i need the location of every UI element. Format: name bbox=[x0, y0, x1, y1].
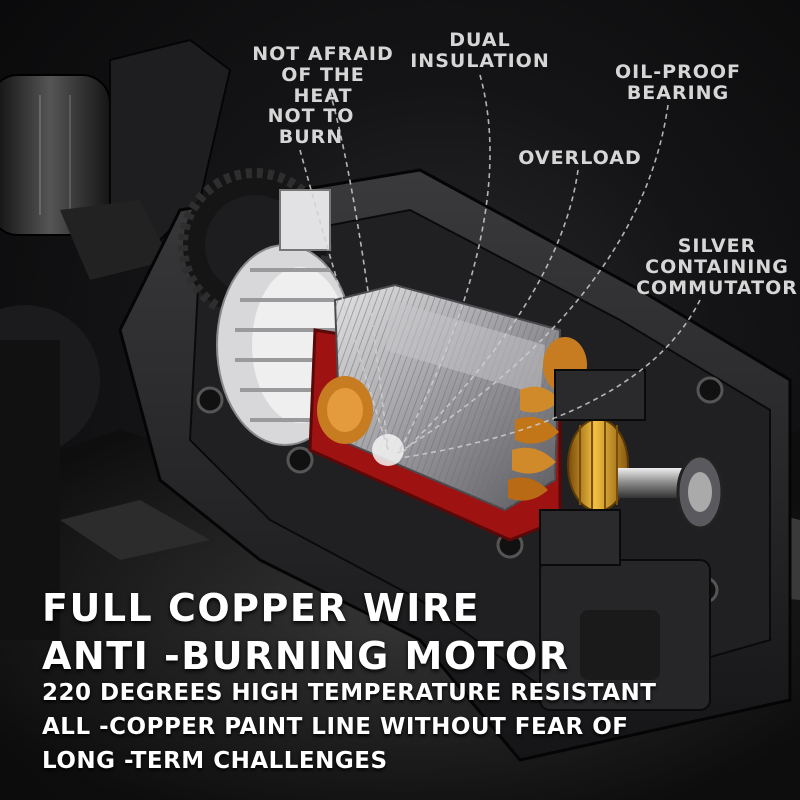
drill-chuck bbox=[0, 74, 111, 640]
callout-text: OIL-PROOF bbox=[614, 61, 742, 83]
subtext-line: 220 DEGREES HIGH TEMPERATURE RESISTANT bbox=[42, 680, 657, 706]
callout-leader-lines bbox=[299, 74, 701, 459]
callout-text: NOT TO bbox=[267, 105, 355, 127]
subtext-line: LONG -TERM CHALLENGES bbox=[42, 748, 388, 774]
callout-text: NOT AFRAID bbox=[252, 43, 394, 65]
subtext-line: ALL -COPPER PAINT LINE WITHOUT FEAR OF bbox=[42, 714, 629, 740]
subtext: 220 DEGREES HIGH TEMPERATURE RESISTANT A… bbox=[42, 676, 656, 778]
commutator bbox=[567, 418, 629, 512]
callout-text: SILVER bbox=[677, 235, 757, 257]
callout-overload: OVERLOAD bbox=[515, 148, 645, 169]
headline-line: ANTI -BURNING MOTOR bbox=[42, 634, 570, 678]
callout-not-afraid-of-heat: NOT AFRAID OF THE HEAT bbox=[248, 44, 398, 107]
callout-dual-insulation: DUAL INSULATION bbox=[410, 30, 550, 72]
callout-text: OF THE HEAT bbox=[281, 64, 365, 107]
headline-line: FULL COPPER WIRE bbox=[42, 586, 481, 630]
callout-text: COMMUTATOR bbox=[636, 277, 798, 299]
callout-text: BURN bbox=[278, 126, 344, 148]
callout-silver-commutator: SILVER CONTAINING COMMUTATOR bbox=[632, 236, 800, 299]
callout-text: DUAL bbox=[449, 29, 511, 51]
callout-oil-proof-bearing: OIL-PROOF BEARING bbox=[608, 62, 748, 104]
callout-text: CONTAINING bbox=[645, 256, 789, 278]
shaft-bearing bbox=[618, 454, 724, 530]
headline: FULL COPPER WIRE ANTI -BURNING MOTOR bbox=[42, 584, 570, 680]
callout-not-to-burn: NOT TO BURN bbox=[256, 106, 366, 148]
callout-text: INSULATION bbox=[410, 50, 550, 72]
callout-text: OVERLOAD bbox=[518, 147, 642, 169]
callout-text: BEARING bbox=[626, 82, 730, 104]
